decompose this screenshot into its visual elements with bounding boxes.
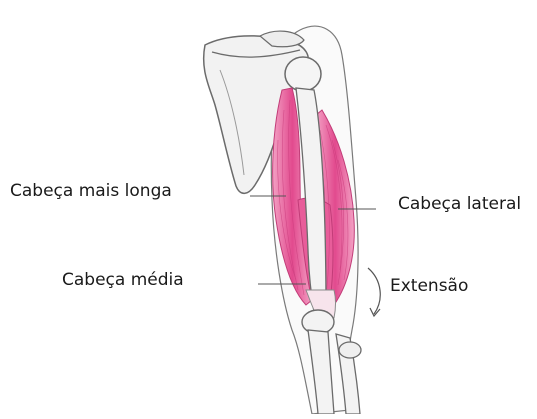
label-extension: Extensão — [390, 278, 468, 295]
radial-head — [339, 342, 361, 358]
curved-arrow-down-icon — [368, 268, 380, 316]
label-long-head: Cabeça mais longa — [10, 183, 172, 200]
label-medial-head: Cabeça média — [62, 272, 184, 289]
label-lateral-head: Cabeça lateral — [398, 196, 521, 213]
humeral-head — [285, 57, 321, 91]
